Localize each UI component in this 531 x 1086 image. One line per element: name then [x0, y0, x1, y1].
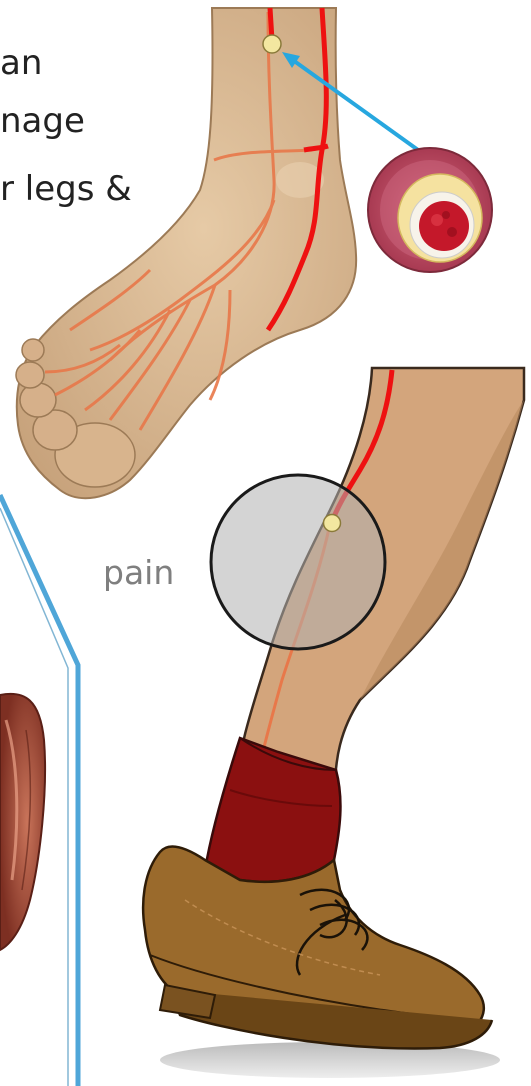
artery-cross-section-icon: [368, 148, 492, 272]
heading-line-1: an: [0, 46, 42, 80]
foot-illustration: [16, 8, 356, 498]
leg-blockage-marker-icon: [324, 515, 341, 532]
blockage-marker-icon: [263, 35, 281, 53]
toe-4: [16, 362, 44, 388]
pain-circle: [211, 475, 385, 649]
heading-line-2: nage: [0, 104, 85, 138]
pain-label: pain: [103, 553, 174, 592]
toe-5: [22, 339, 44, 361]
blood-clot: [419, 201, 469, 251]
heart-illustration: [0, 694, 45, 950]
heading-line-3: r legs &: [0, 172, 132, 206]
leg-illustration: [143, 368, 524, 1078]
